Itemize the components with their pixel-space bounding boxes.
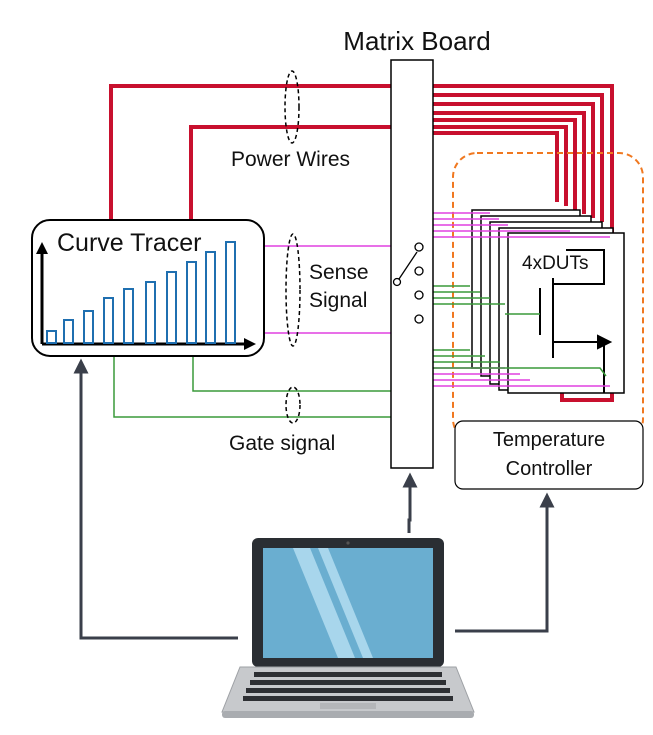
gate-signal-label: Gate signal [229, 432, 335, 455]
power-wires-bundle [284, 70, 300, 144]
laptop-icon [221, 538, 475, 718]
power-wires-label: Power Wires [231, 148, 350, 171]
sense-label-line1: Sense [309, 261, 369, 284]
transistor-symbol-icon [539, 249, 613, 393]
temperature-chamber [452, 152, 644, 444]
temperature-controller [454, 420, 644, 490]
gate-signal-bundle [285, 386, 301, 424]
bar-chart-icon [36, 241, 256, 350]
dut-count-label: 4xDUTs [522, 253, 589, 274]
temperature-controller-label-line1: Temperature [493, 429, 605, 451]
switch-icon [392, 242, 424, 324]
temperature-controller-label-line2: Controller [506, 458, 593, 480]
control-arrows [73, 358, 555, 640]
matrix-board-title: Matrix Board [343, 26, 490, 56]
gate-signal-wires [113, 285, 607, 418]
sense-signal-bundle [285, 233, 301, 347]
matrix-board [390, 59, 434, 469]
sense-label-line2: Signal [309, 289, 367, 312]
curve-tracer-title: Curve Tracer [57, 229, 201, 257]
